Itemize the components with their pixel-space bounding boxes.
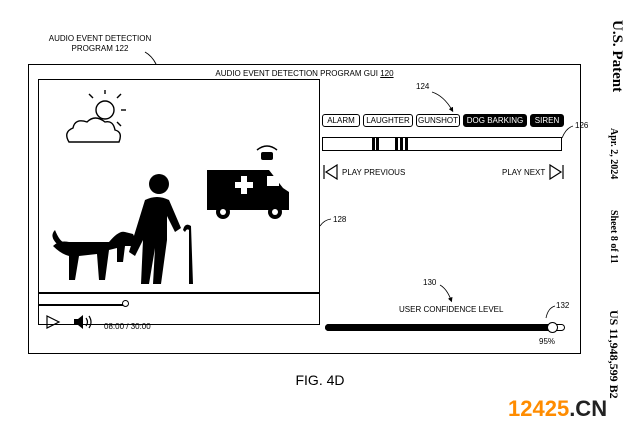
confidence-slider-handle[interactable]	[547, 322, 558, 333]
patent-date: Apr. 2, 2024	[608, 128, 619, 180]
ref-126: 126	[575, 121, 589, 130]
program-label-line2: PROGRAM 122	[71, 44, 129, 53]
play-previous-label: PLAY PREVIOUS	[342, 167, 406, 177]
scrub-handle[interactable]	[122, 300, 130, 307]
ref-130: 130	[423, 278, 437, 287]
gui-title-text: AUDIO EVENT DETECTION PROGRAM GUI	[215, 69, 378, 78]
timecode: 08:00 / 30:00	[104, 322, 151, 331]
timeline-event-mark[interactable]	[404, 138, 408, 150]
timeline-event-mark[interactable]	[395, 138, 399, 150]
elderly-person-figure	[129, 174, 193, 284]
controls-divider	[39, 292, 319, 294]
video-player[interactable]: 08:00 / 30:00	[38, 79, 320, 331]
ref-124: 124	[416, 82, 430, 91]
timeline-event-mark[interactable]	[376, 138, 380, 150]
event-chip-siren[interactable]: SIREN	[530, 114, 564, 127]
event-chip-gunshot[interactable]: GUNSHOT	[416, 114, 460, 127]
watermark-digits: 12425	[508, 396, 570, 421]
confidence-slider-fill	[325, 324, 553, 331]
ref-128: 128	[333, 215, 347, 224]
dog-figure	[52, 230, 135, 280]
ref-132: 132	[556, 301, 570, 310]
ambulance-figure	[207, 145, 289, 219]
event-chip-alarm[interactable]: ALARM	[322, 114, 360, 127]
gui-window: AUDIO EVENT DETECTION PROGRAM GUI 120	[28, 64, 581, 354]
patent-header: U.S. Patent	[609, 20, 625, 93]
watermark: 12425.CN	[508, 396, 607, 422]
timeline-event-mark[interactable]	[371, 138, 375, 150]
volume-icon[interactable]	[73, 314, 93, 330]
confidence-value: 95%	[539, 337, 556, 346]
event-timeline[interactable]	[322, 137, 562, 151]
scrub-progress	[39, 304, 126, 306]
gui-title: AUDIO EVENT DETECTION PROGRAM GUI 120	[29, 69, 580, 78]
figure-label: FIG. 4D	[295, 372, 345, 388]
confidence-label: USER CONFIDENCE LEVEL	[399, 305, 504, 314]
weather-icon	[66, 90, 126, 143]
event-chip-dog-barking[interactable]: DOG BARKING	[463, 114, 527, 127]
event-chip-laughter[interactable]: LAUGHTER	[363, 114, 413, 127]
play-next-label: PLAY NEXT	[502, 167, 546, 177]
watermark-suffix: .CN	[569, 396, 608, 421]
play-icon[interactable]	[45, 314, 61, 330]
patent-number: US 11,948,599 B2	[607, 310, 621, 399]
patent-sheet: Sheet 8 of 11	[608, 210, 619, 264]
play-previous-button[interactable]: PLAY PREVIOUS	[323, 164, 405, 180]
program-label: AUDIO EVENT DETECTION PROGRAM 122	[40, 34, 160, 54]
skip-previous-icon	[323, 164, 338, 180]
program-label-line1: AUDIO EVENT DETECTION	[48, 34, 152, 43]
video-frame	[52, 90, 289, 284]
timeline-event-mark[interactable]	[400, 138, 404, 150]
skip-next-icon	[549, 164, 564, 180]
play-next-button[interactable]: PLAY NEXT	[502, 164, 564, 180]
gui-title-ref: 120	[380, 69, 394, 78]
